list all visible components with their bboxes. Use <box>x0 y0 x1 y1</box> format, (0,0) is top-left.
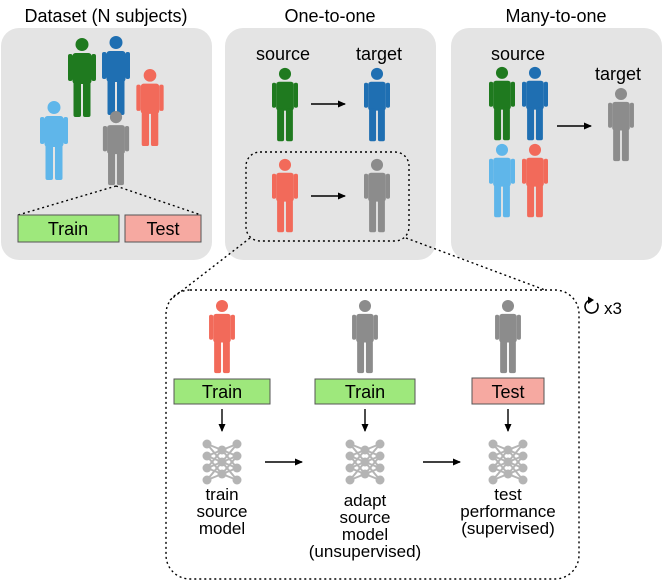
step2-train-label: Train <box>345 382 385 402</box>
step1-train-box <box>173 378 271 405</box>
step3-caption-line2: performance <box>460 502 555 521</box>
person-icon <box>352 300 378 374</box>
step2-caption-line4: (unsupervised) <box>309 542 421 561</box>
step3-test-label: Test <box>491 382 524 402</box>
step3-caption-line3: (supervised) <box>461 519 555 538</box>
repeat-icon <box>584 296 599 314</box>
zoom-line <box>169 237 251 301</box>
zoom-line <box>17 185 117 216</box>
many-to-one-title: Many-to-one <box>505 6 606 26</box>
one-to-one-panel: One-to-one source target <box>225 6 436 260</box>
target-label: target <box>595 64 641 84</box>
step1-caption-line2: source <box>196 502 247 521</box>
pipeline-panel: x3 Train train source model Train adapt … <box>165 289 622 580</box>
step1-caption-line1: train <box>205 485 238 504</box>
repeat-label: x3 <box>604 299 622 318</box>
step2-train-box <box>314 378 416 405</box>
step2-caption-line2: source <box>339 508 390 527</box>
neural-network-icon <box>344 438 386 486</box>
test-split-label: Test <box>146 219 179 239</box>
step2-caption-line1: adapt <box>344 491 387 510</box>
neural-network-icon <box>201 438 243 486</box>
source-label: source <box>491 44 545 64</box>
test-split-box <box>124 214 202 243</box>
source-label: source <box>256 44 310 64</box>
step2-caption-line3: model <box>342 525 388 544</box>
step1-caption-line3: model <box>199 519 245 538</box>
person-icon <box>209 300 235 374</box>
one-to-one-title: One-to-one <box>284 6 375 26</box>
step3-caption-line1: test <box>494 485 522 504</box>
dataset-panel: Dataset (N subjects) Train Test <box>1 6 212 260</box>
step1-train-label: Train <box>202 382 242 402</box>
step3-test-box <box>471 377 545 405</box>
many-to-one-panel: Many-to-one source target <box>451 6 662 260</box>
neural-network-icon <box>487 438 529 486</box>
train-split-box <box>17 214 120 243</box>
train-split-label: Train <box>48 219 88 239</box>
person-icon <box>495 300 521 374</box>
target-label: target <box>356 44 402 64</box>
dataset-title: Dataset (N subjects) <box>24 6 187 26</box>
